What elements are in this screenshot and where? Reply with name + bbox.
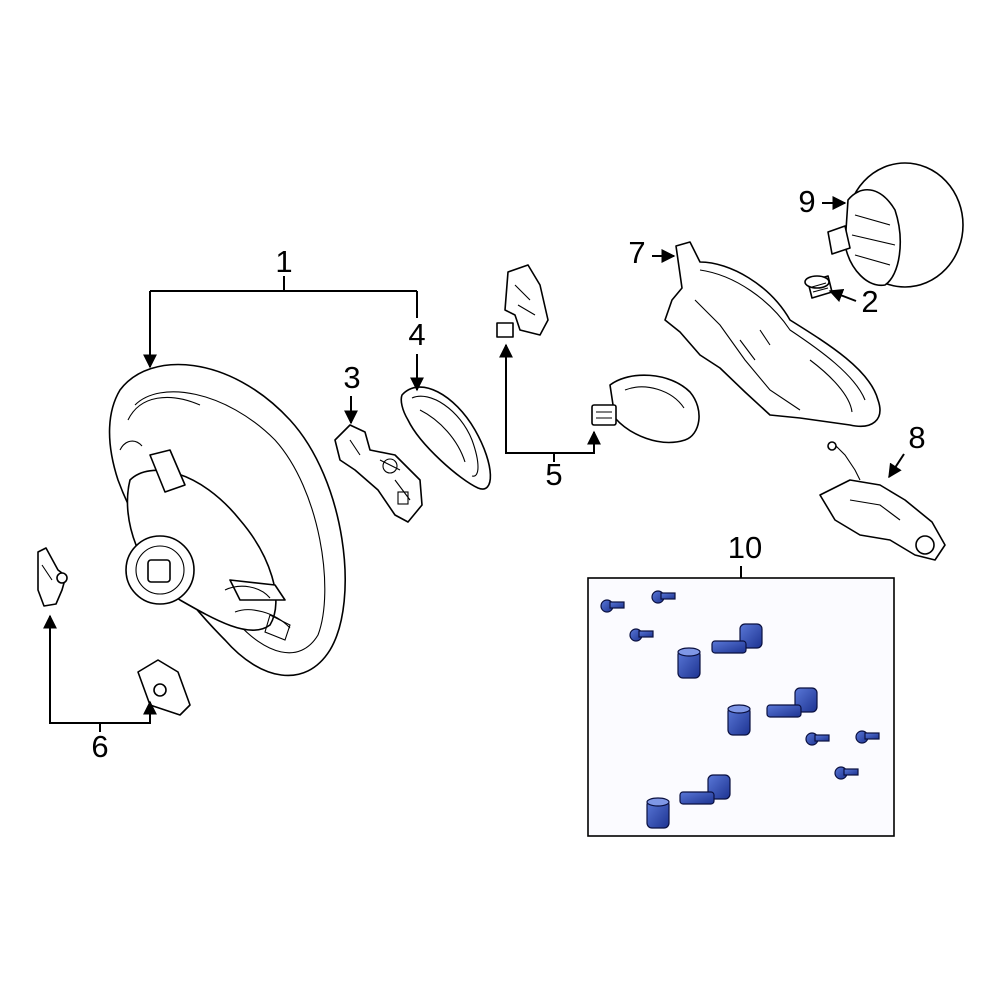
kit-bushing xyxy=(727,704,751,736)
lower-bracket-part-8[interactable] xyxy=(819,441,946,561)
kit-bushing xyxy=(677,647,701,679)
callout-9: 9 xyxy=(798,184,815,219)
kit-bushing xyxy=(646,797,670,829)
callout-6: 6 xyxy=(91,729,108,764)
switch-part-5-lower[interactable] xyxy=(591,374,700,444)
ring-part-4[interactable] xyxy=(400,386,492,490)
callout-8: 8 xyxy=(908,420,925,455)
switch-part-5-upper[interactable] xyxy=(496,264,549,338)
callout-2: 2 xyxy=(861,284,878,319)
hardware-kit-part-10[interactable] xyxy=(587,577,895,837)
kit-bolt xyxy=(766,687,818,718)
kit-screw xyxy=(629,628,654,642)
airbag-part-9[interactable] xyxy=(827,162,964,288)
kit-screw xyxy=(805,732,830,746)
leader-lines xyxy=(43,196,905,732)
screw-part-2[interactable] xyxy=(804,275,833,299)
steering-wheel-part[interactable] xyxy=(108,363,346,677)
kit-screw xyxy=(855,730,880,744)
trim-cover-part-7[interactable] xyxy=(664,241,881,427)
kit-screw xyxy=(651,590,676,604)
bracket-part-3[interactable] xyxy=(334,424,423,523)
cover-part-6-lower[interactable] xyxy=(137,659,191,716)
callout-4: 4 xyxy=(408,317,425,352)
kit-bolt xyxy=(679,774,731,805)
kit-screw xyxy=(834,766,859,780)
kit-bolt xyxy=(711,623,763,654)
callout-3: 3 xyxy=(343,360,360,395)
callout-10: 10 xyxy=(728,530,762,565)
callout-1: 1 xyxy=(275,244,292,279)
callout-5: 5 xyxy=(545,457,562,492)
callout-7: 7 xyxy=(628,235,645,270)
kit-screw xyxy=(600,599,625,613)
paddle-part-6-upper[interactable] xyxy=(37,547,68,607)
